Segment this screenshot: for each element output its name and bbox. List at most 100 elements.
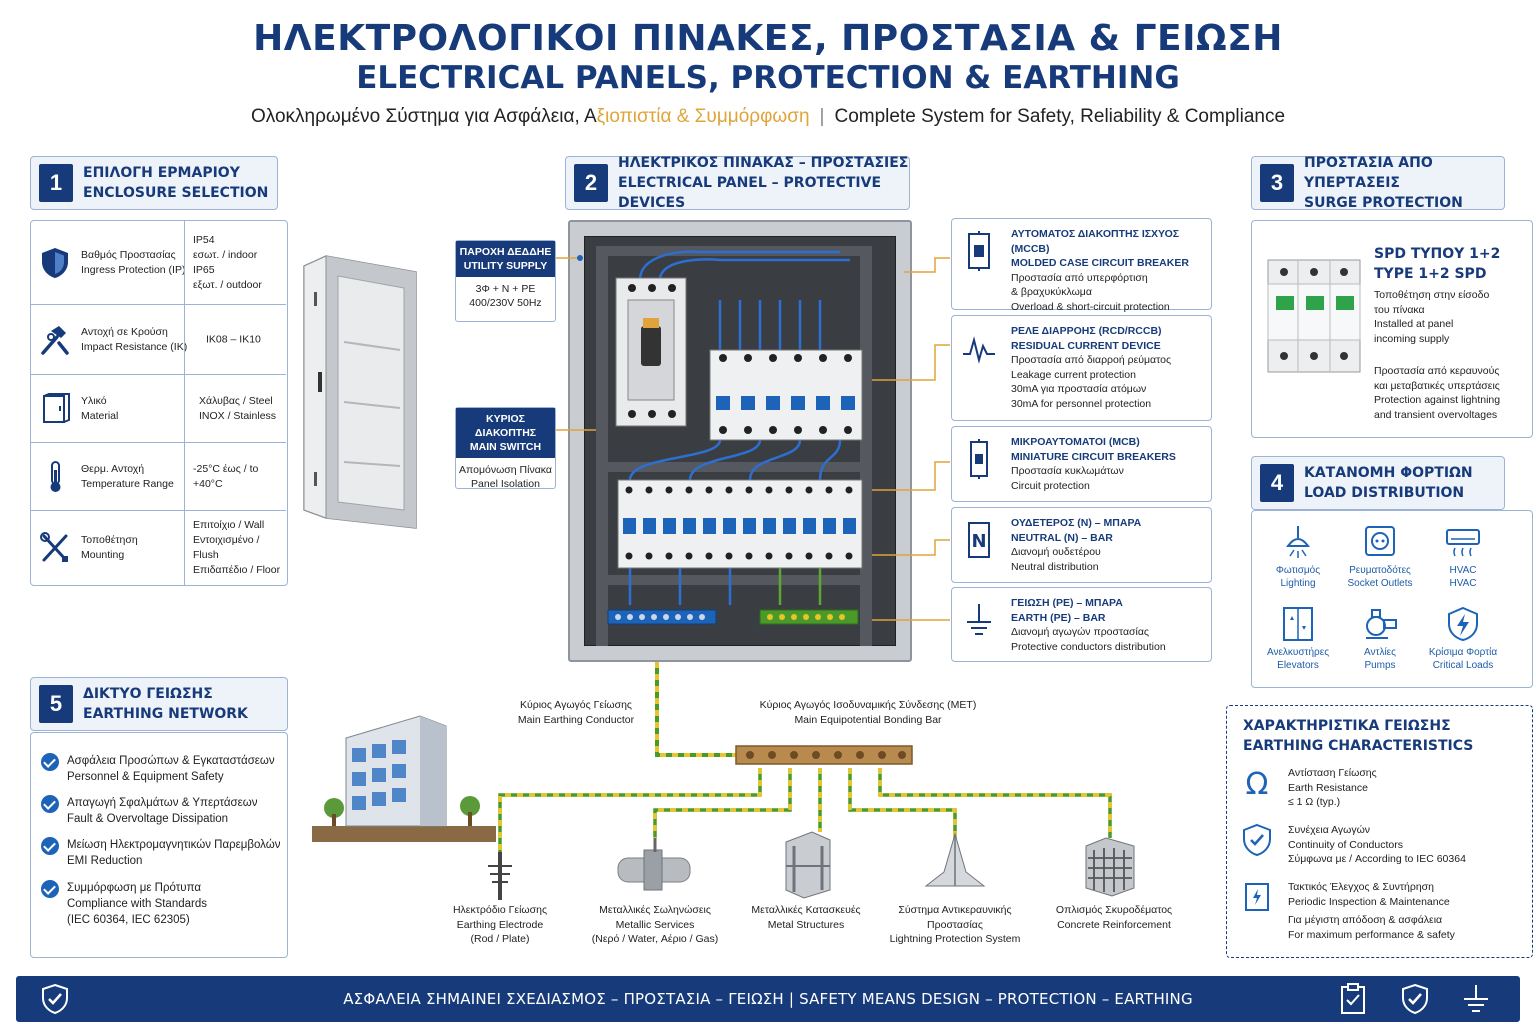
hammer-icon <box>41 325 69 355</box>
device-title-english: MINIATURE CIRCUIT BREAKERS <box>1011 450 1176 463</box>
spd-protection-text: Προστασία από κεραυνούς και μεταβατικές … <box>1374 364 1524 422</box>
load-label-english: Elevators <box>1277 660 1319 671</box>
char-line: Αντίσταση Γείωσης <box>1288 767 1377 779</box>
electrical-panel-illustration <box>568 220 912 662</box>
callout-header: ΚΥΡΙΟΣ ΔΙΑΚΟΠΤΗΣ MAIN SWITCH <box>456 408 555 458</box>
earthing-characteristics-title: ΧΑΡΑΚΤΗΡΙΣΤΙΚΑ ΓΕΙΩΣΗΣ EARTHING CHARACTE… <box>1243 716 1473 756</box>
device-title-greek: ΡΕΛΕ ΔΙΑΡΡΟΗΣ (RCD/RCCB) <box>1011 325 1162 337</box>
load-label-greek: Ρευματοδότες <box>1349 565 1411 576</box>
footer-text: ΑΣΦΑΛΕΙΑ ΣΗΜΑΙΝΕΙ ΣΧΕΔΙΑΣΜΟΣ – ΠΡΟΣΤΑΣΙΑ… <box>343 990 1193 1008</box>
spd-line: Τοποθέτηση στην είσοδο <box>1374 289 1490 301</box>
item-greek: Μείωση Ηλεκτρομαγνητικών Παρεμβολών <box>67 839 281 851</box>
section-title: ΗΛΕΚΤΡΙΚΟΣ ΠΙΝΑΚΑΣ – ΠΡΟΣΤΑΣΙΕΣ ELECTRIC… <box>618 153 909 213</box>
label-english: Main Earthing Conductor <box>517 713 635 726</box>
label-english: Main Equipotential Bonding Bar <box>794 713 942 726</box>
callout-header-greek: ΠΑΡΟΧΗ ΔΕΔΔΗΕ <box>459 246 552 258</box>
node-greek: Προστασίας <box>927 918 983 931</box>
item-english: Personnel & Equipment Safety <box>67 771 224 783</box>
char-line: Συνέχεια Αγωγών <box>1288 824 1371 836</box>
section-title-greek: ΔΙΚΤΥΟ ΓΕΙΩΣΗΣ <box>83 686 213 702</box>
node-greek: Μεταλλικές Κατασκευές <box>751 904 861 916</box>
check-icon <box>41 795 59 813</box>
device-desc: Διανομή ουδετέρου <box>1011 546 1101 558</box>
section-title-greek: ΗΛΕΚΤΡΙΚΟΣ ΠΙΝΑΚΑΣ – ΠΡΟΣΤΑΣΙΕΣ <box>618 155 909 171</box>
callout-header-greek: ΚΥΡΙΟΣ ΔΙΑΚΟΠΤΗΣ <box>474 413 537 439</box>
subtitle-greek-b: ξιοπιστία & Συμμόρφωση <box>596 106 810 127</box>
device-desc: Protective conductors distribution <box>1011 640 1166 653</box>
char-line: Continuity of Conductors <box>1288 838 1403 851</box>
spd-line: Protection against lightning <box>1374 394 1501 406</box>
node-greek: Ηλεκτρόδιο Γείωσης <box>452 904 548 916</box>
tools-icon <box>40 532 68 562</box>
item-english: EMI Reduction <box>67 855 143 867</box>
callout-line: 3Φ + N + PE <box>475 283 536 295</box>
load-label-english: Pumps <box>1364 660 1396 671</box>
neutral-bar-icon: N <box>968 522 990 558</box>
network-node-electrode: Ηλεκτρόδιο Γείωσης Earthing Electrode (R… <box>440 903 560 947</box>
label-greek: Κύριος Αγωγός Γείωσης <box>520 699 632 711</box>
device-desc: Προστασία από διαρροή ρεύματος <box>1011 354 1172 366</box>
section-4-header: 4 ΚΑΤΑΝΟΜΗ ΦΟΡΤΙΩΝ LOAD DISTRIBUTION <box>1251 456 1505 510</box>
label-english: Material <box>81 409 119 422</box>
load-label-english: HVAC <box>1449 578 1477 589</box>
svg-text:N: N <box>971 531 986 552</box>
load-label-greek: Ανελκυστήρες <box>1266 647 1330 658</box>
section-number: 2 <box>574 164 608 202</box>
node-greek: Μεταλλικές Σωληνώσεις <box>599 904 711 916</box>
device-title-english: EARTH (PE) – BAR <box>1011 611 1106 624</box>
lighting-icon <box>1286 526 1310 558</box>
earth-symbol-icon <box>967 604 991 635</box>
device-title-greek: ΟΥΔΕΤΕΡΟΣ (N) – ΜΠΑΡΑ <box>1011 517 1142 529</box>
value-line: IK08 – IK10 <box>206 333 261 345</box>
item-greek: Συμμόρφωση με Πρότυπα <box>67 882 201 894</box>
device-text: ΓΕΙΩΣΗ (PE) – ΜΠΑΡΑ EARTH (PE) – BAR Δια… <box>1011 596 1211 654</box>
omega-icon: Ω <box>1246 767 1269 800</box>
item-english: Fault & Overvoltage Dissipation <box>67 813 229 825</box>
section-5-header: 5 ΔΙΚΤΥΟ ΓΕΙΩΣΗΣ EARTHING NETWORK <box>30 677 288 731</box>
section-title-greek: ΕΠΙΛΟΓΗ ΕΡΜΑΡΙΟΥ <box>83 165 240 181</box>
spd-line: Προστασία από κεραυνούς <box>1374 365 1500 377</box>
load-label-greek: Κρίσιμα Φορτία <box>1428 647 1498 658</box>
network-node-metal-structures: Μεταλλικές Κατασκευές Metal Structures <box>744 903 868 932</box>
callout-header-english: MAIN SWITCH <box>469 441 542 453</box>
node-english: Metallic Services <box>615 918 695 931</box>
check-icon <box>41 753 59 771</box>
earthing-network-diagram <box>312 662 1135 900</box>
value-line: INOX / Stainless <box>199 409 277 422</box>
label-greek: Βαθμός Προστασίας <box>81 248 176 261</box>
node-greek: Οπλισμός Σκυροδέματος <box>1055 904 1173 916</box>
item-english: (IEC 60364, IEC 62305) <box>67 914 190 926</box>
subtitle-separator: | <box>819 106 825 127</box>
page-title-greek: ΗΛΕΚΤΡΟΛΟΓΙΚΟΙ ΠΙΝΑΚΕΣ, ΠΡΟΣΤΑΣΙΑ & ΓΕΙΩ… <box>253 18 1283 59</box>
char-line: Για μέγιστη απόδοση & ασφάλεια <box>1288 914 1443 926</box>
device-desc: Neutral distribution <box>1011 560 1099 573</box>
page-title-english: ELECTRICAL PANELS, PROTECTION & EARTHING <box>356 60 1180 96</box>
page-subtitle: Ολοκληρωμένο Σύστημα για Ασφάλεια, Αξιοπ… <box>0 106 1536 128</box>
label-greek: Κύριος Αγωγός Ισοδυναμικής Σύνδεσης (MET… <box>759 699 977 711</box>
check-icon <box>41 880 59 898</box>
svg-text:Ω: Ω <box>1246 767 1269 800</box>
section-number: 4 <box>1260 464 1294 502</box>
section-title-english: LOAD DISTRIBUTION <box>1304 485 1465 501</box>
device-desc: Circuit protection <box>1011 479 1090 492</box>
subtitle-greek-a: Ολοκληρωμένο Σύστημα για Ασφάλεια, Α <box>250 106 597 127</box>
section-number: 1 <box>39 164 73 202</box>
spd-line: και μεταβατικές υπερτάσεις <box>1374 379 1500 392</box>
section-title: ΔΙΚΤΥΟ ΓΕΙΩΣΗΣ EARTHING NETWORK <box>83 684 248 724</box>
device-desc: Προστασία κυκλωμάτων <box>1011 465 1124 477</box>
device-title-english: RESIDUAL CURRENT DEVICE <box>1011 339 1161 352</box>
inspection-icon <box>1245 883 1269 911</box>
device-title-english: NEUTRAL (N) – BAR <box>1011 531 1113 544</box>
title-greek: ΧΑΡΑΚΤΗΡΙΣΤΙΚΑ ΓΕΙΩΣΗΣ <box>1243 718 1451 734</box>
label-english: Impact Resistance (IK) <box>81 340 188 353</box>
met-label: Κύριος Αγωγός Ισοδυναμικής Σύνδεσης (MET… <box>740 698 996 727</box>
row-value: -25°C έως / to +40°C <box>193 462 285 492</box>
node-english: Metal Structures <box>767 918 845 931</box>
